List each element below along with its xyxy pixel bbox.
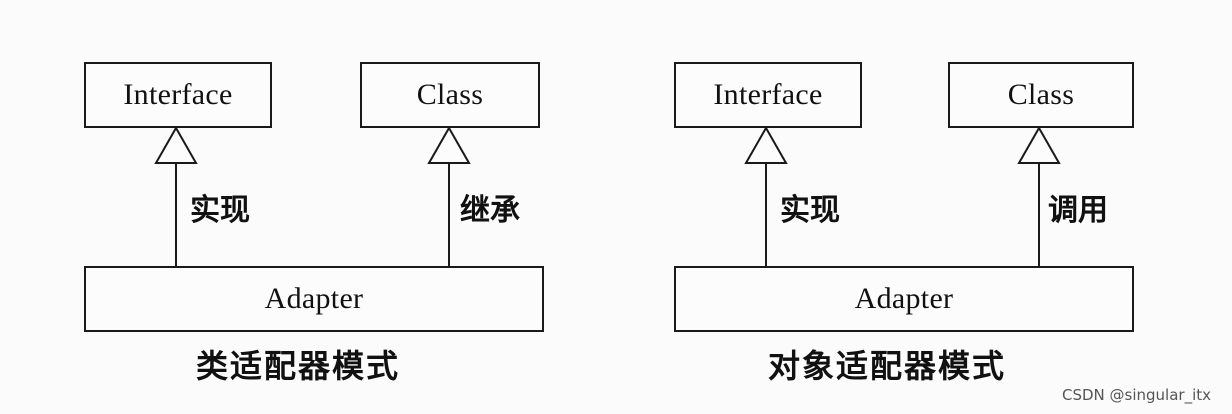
- right-caption: 对象适配器模式: [768, 347, 1007, 385]
- right-interface-box: Interface: [674, 62, 862, 128]
- left-class-label: Class: [416, 78, 484, 111]
- left-adapter-box: Adapter: [84, 266, 544, 332]
- left-class-box: Class: [360, 62, 540, 128]
- right-class-edge-label: 调用: [1048, 193, 1108, 228]
- left-interface-arrowhead: [154, 125, 198, 164]
- watermark: CSDN @singular_itx: [1062, 386, 1212, 404]
- right-adapter-label: Adapter: [854, 282, 954, 315]
- left-interface-box: Interface: [84, 62, 272, 128]
- right-class-box: Class: [948, 62, 1134, 128]
- left-adapter-label: Adapter: [264, 282, 364, 315]
- left-class-edge-label: 继承: [460, 193, 520, 228]
- left-class-arrowhead: [427, 125, 471, 164]
- right-interface-edge-label: 实现: [780, 193, 840, 228]
- right-adapter-box: Adapter: [674, 266, 1134, 332]
- left-interface-label: Interface: [123, 78, 233, 111]
- right-class-arrowhead: [1017, 125, 1061, 164]
- right-interface-arrowhead: [744, 125, 788, 164]
- right-class-label: Class: [1007, 78, 1075, 111]
- right-interface-label: Interface: [713, 78, 823, 111]
- left-caption: 类适配器模式: [196, 347, 401, 385]
- left-interface-edge-label: 实现: [190, 193, 250, 228]
